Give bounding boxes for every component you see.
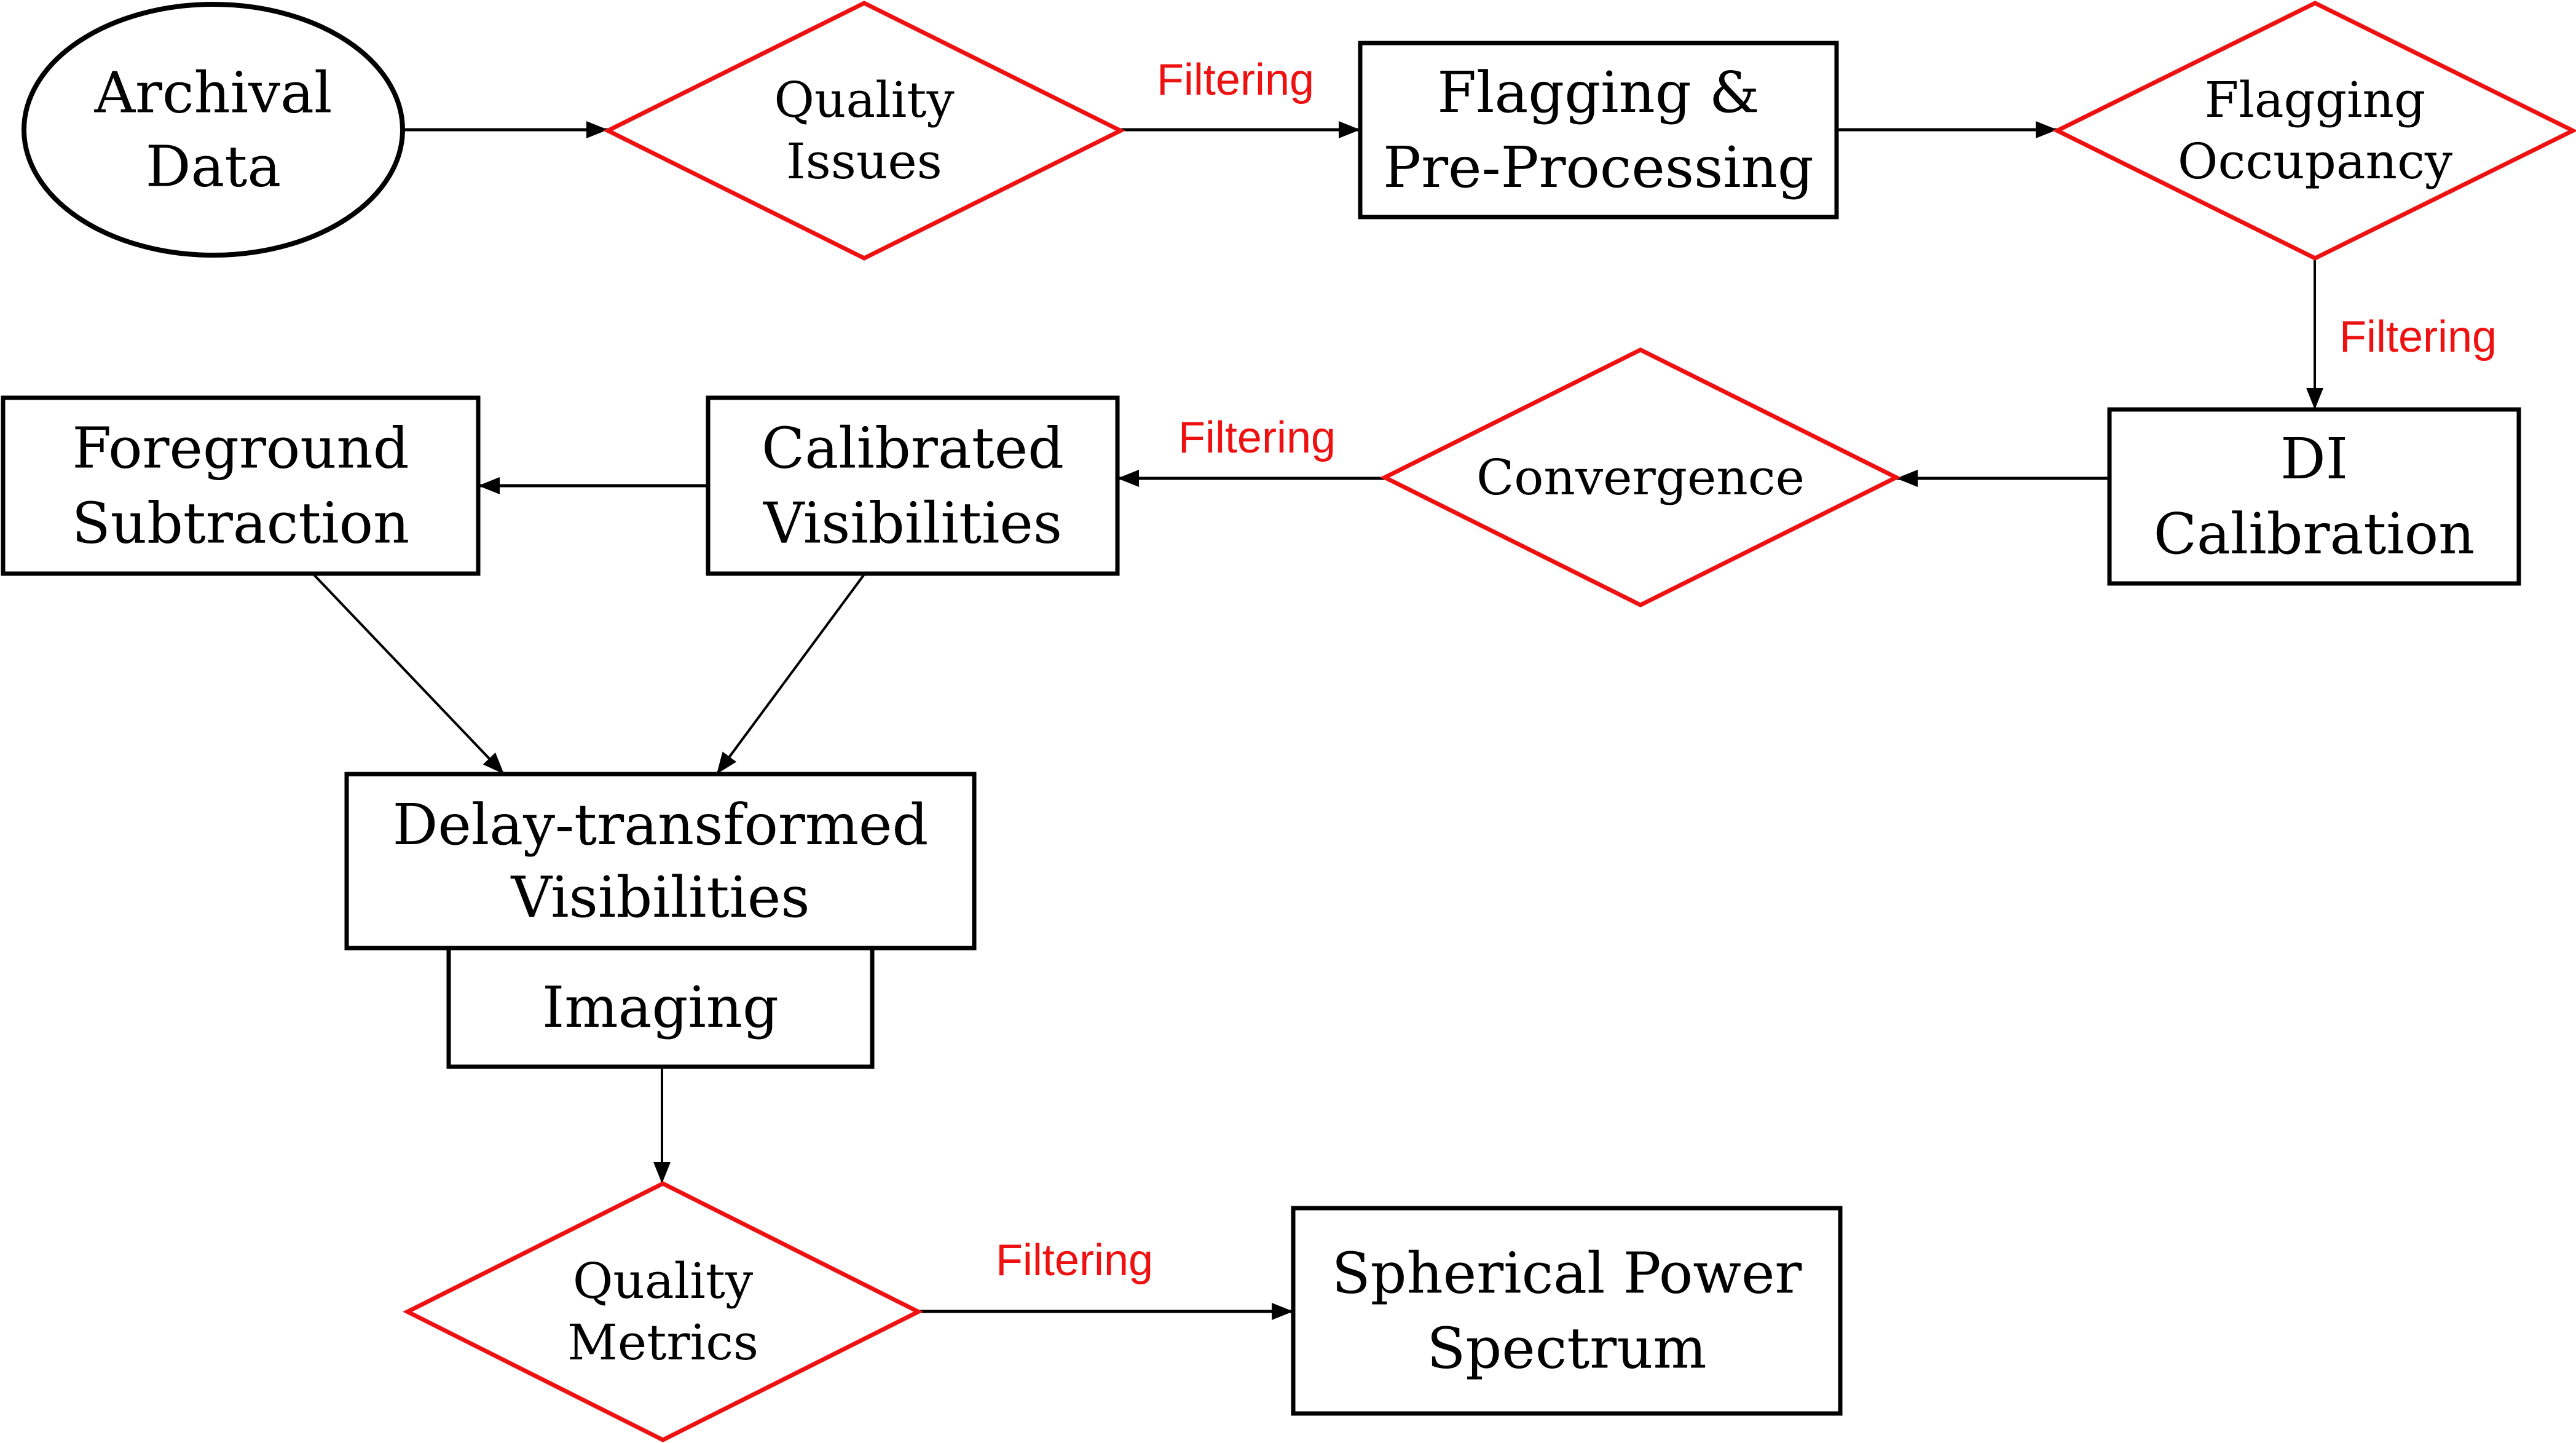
node-label-line: Issues: [786, 133, 942, 190]
node-label-line: Flagging &: [1437, 60, 1760, 125]
process-box: [2107, 407, 2521, 586]
node-label-line: DI: [2280, 426, 2348, 492]
node-label-line: Data: [146, 134, 281, 200]
node-label-line: Archival: [94, 60, 333, 126]
terminal-ellipse: [22, 2, 405, 258]
process-box: [446, 946, 875, 1069]
node-label-line: Foreground: [72, 416, 409, 481]
node-di-calibration: DI Calibration: [2107, 407, 2521, 586]
node-label-line: Calibrated: [762, 416, 1064, 481]
edge-label-filtering: Filtering: [1178, 413, 1336, 462]
node-label-line: Convergence: [1476, 449, 1805, 506]
node-label-line: Imaging: [542, 975, 779, 1040]
node-label-line: Metrics: [567, 1314, 758, 1371]
node-label-line: Delay-transformed: [393, 792, 929, 858]
edges-layer: [312, 121, 2323, 1320]
node-convergence: Convergence: [1380, 347, 1901, 607]
node-label-line: Spectrum: [1427, 1316, 1706, 1382]
decision-diamond: [403, 1181, 923, 1442]
process-box: [1291, 1206, 1843, 1416]
node-label-line: Visibilities: [510, 864, 809, 930]
decision-diamond: [603, 1, 1125, 261]
node-label-line: Flagging: [2205, 71, 2426, 128]
edge-label-filtering: Filtering: [2339, 312, 2497, 362]
node-label-line: Subtraction: [72, 491, 410, 556]
node-label-line: Spherical Power: [1332, 1241, 1802, 1307]
node-label-line: Visibilities: [763, 491, 1062, 556]
node-label-line: Occupancy: [2178, 133, 2452, 190]
node-label-line: Quality: [573, 1252, 753, 1310]
process-box: [1, 395, 481, 576]
decision-diamond: [2052, 1, 2576, 261]
edge-arrow-foreground-subtraction-to-delay-transformed: [312, 572, 505, 775]
decision-diamond: [1380, 347, 1901, 607]
node-label-line: Quality: [774, 71, 954, 128]
node-label-line: Pre-Processing: [1383, 135, 1814, 200]
edge-label-filtering: Filtering: [996, 1236, 1153, 1285]
node-imaging: Imaging: [446, 946, 875, 1069]
process-box: [706, 395, 1120, 576]
edge-label-filtering: Filtering: [1157, 55, 1314, 105]
node-flagging-preprocessing: Flagging & Pre-Processing: [1358, 41, 1839, 219]
edge-arrow-calibrated-visibilities-to-delay-transformed: [715, 572, 866, 775]
node-label-line: Calibration: [2154, 501, 2475, 567]
process-box: [344, 772, 977, 951]
process-box: [1358, 41, 1839, 219]
